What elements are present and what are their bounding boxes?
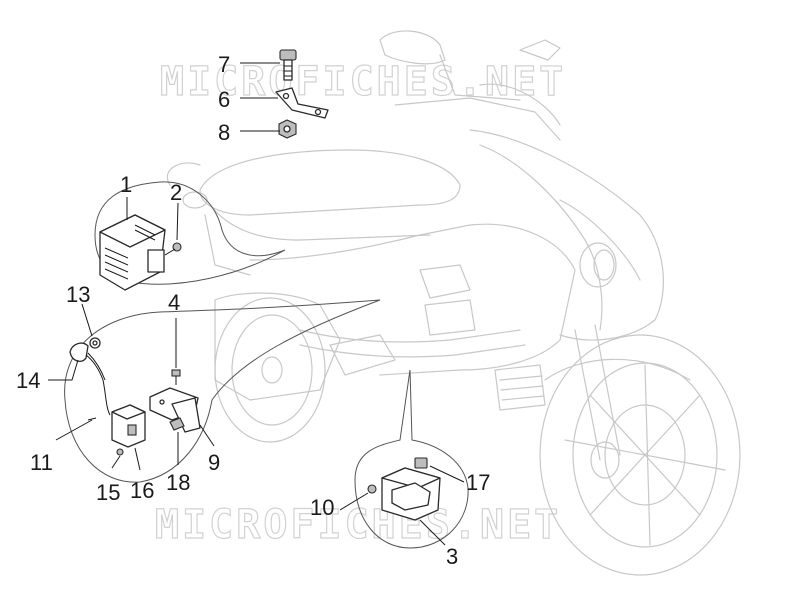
label-7: 7 bbox=[218, 52, 230, 77]
label-18: 18 bbox=[166, 470, 190, 495]
label-8: 8 bbox=[218, 120, 230, 145]
screw-part-15 bbox=[116, 448, 124, 456]
screw-part-4 bbox=[171, 369, 181, 385]
nut-part-8 bbox=[278, 119, 297, 139]
label-9: 9 bbox=[208, 450, 220, 475]
label-15: 15 bbox=[96, 480, 120, 505]
label-14: 14 bbox=[16, 368, 40, 393]
label-1: 1 bbox=[120, 172, 132, 197]
leader-lines bbox=[48, 62, 465, 546]
label-17: 17 bbox=[466, 470, 490, 495]
bolt-part-7 bbox=[279, 49, 297, 81]
callout-labels: 7 6 8 1 2 13 4 14 11 9 18 15 16 17 10 3 bbox=[16, 52, 490, 569]
watermark-bottom: MICROFICHES.NET bbox=[155, 502, 561, 548]
label-16: 16 bbox=[130, 478, 154, 503]
pin-part-11 bbox=[87, 417, 97, 421]
callout-control-unit bbox=[354, 369, 469, 549]
callout-regulator-lower bbox=[64, 299, 381, 483]
screw-part-10 bbox=[367, 484, 377, 494]
regulator-part-1 bbox=[99, 214, 166, 291]
label-10: 10 bbox=[310, 495, 334, 520]
label-2: 2 bbox=[170, 180, 182, 205]
screw-part-2 bbox=[164, 242, 182, 256]
label-3: 3 bbox=[446, 544, 458, 569]
cap-part-13 bbox=[89, 337, 101, 349]
label-13: 13 bbox=[66, 282, 90, 307]
bracket-part-6 bbox=[275, 87, 329, 119]
scooter-outline bbox=[166, 30, 741, 576]
control-unit-part-3 bbox=[381, 467, 441, 521]
cable-part-14 bbox=[69, 342, 111, 416]
clip-part-18 bbox=[169, 417, 185, 431]
connector-part-17 bbox=[414, 457, 428, 469]
label-6: 6 bbox=[218, 87, 230, 112]
module-part-16 bbox=[111, 404, 146, 448]
label-4: 4 bbox=[168, 290, 180, 315]
label-11: 11 bbox=[30, 450, 53, 475]
